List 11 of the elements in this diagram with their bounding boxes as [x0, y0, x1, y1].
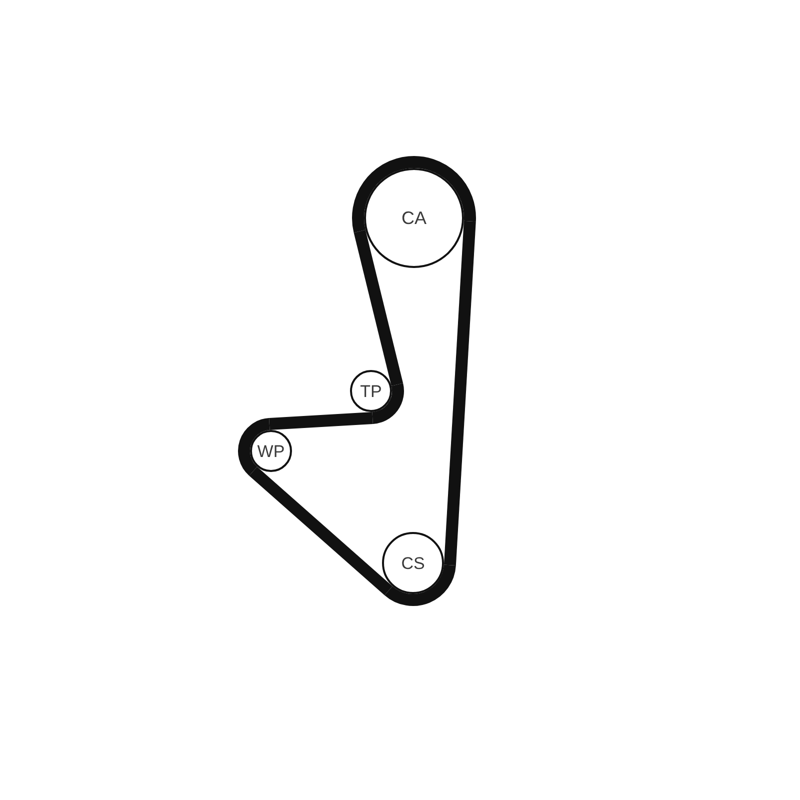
belt-span: [269, 412, 373, 430]
belt-span: [354, 230, 404, 386]
pulley-label: WP: [257, 442, 285, 460]
belt-span: [444, 220, 476, 566]
pulley-label: CA: [401, 209, 426, 227]
belt-span: [249, 466, 392, 596]
pulley: [250, 430, 292, 472]
pulley-label: TP: [360, 382, 382, 400]
pulley: [350, 370, 392, 412]
pulley: [382, 532, 444, 594]
pulley-label: CS: [401, 554, 425, 572]
